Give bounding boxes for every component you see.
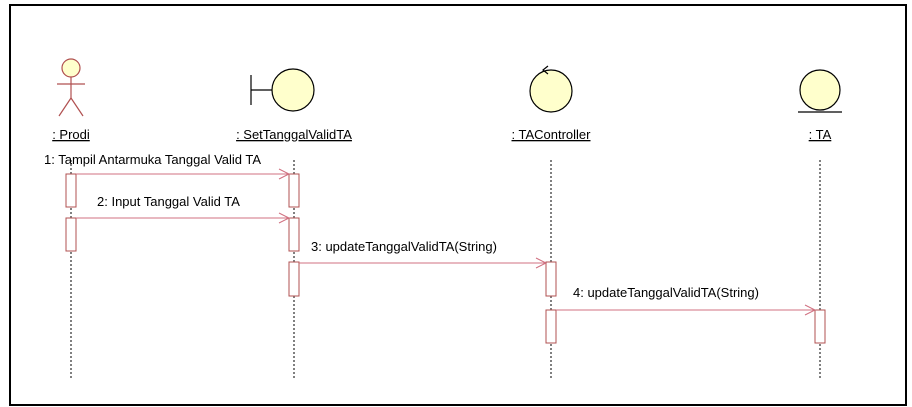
diagram-frame xyxy=(9,4,907,406)
message-label-3: 3: updateTanggalValidTA(String) xyxy=(311,239,497,254)
arrowhead-icon xyxy=(535,257,548,269)
message-label-4: 4: updateTanggalValidTA(String) xyxy=(573,285,759,300)
activation-box xyxy=(288,173,300,208)
control-icon xyxy=(529,65,573,113)
activation-box xyxy=(814,309,826,344)
lifeline-label-ta-controller: : TAController xyxy=(512,127,592,142)
activation-box xyxy=(288,217,300,252)
activation-box xyxy=(65,173,77,208)
lifeline-label-ta: : TA xyxy=(809,127,832,142)
actor-icon xyxy=(57,58,85,117)
message-label-2: 2: Input Tanggal Valid TA xyxy=(97,194,240,209)
lifeline-label-set-tanggal: : SetTanggalValidTA xyxy=(236,127,352,142)
activation-box xyxy=(545,309,557,344)
arrowhead-icon xyxy=(278,212,291,224)
boundary-icon xyxy=(250,68,315,112)
message-label-1: 1: Tampil Antarmuka Tanggal Valid TA xyxy=(44,152,261,167)
entity-icon xyxy=(798,69,842,113)
arrowhead-icon xyxy=(804,304,817,316)
activation-box xyxy=(65,217,77,252)
lifeline-label-prodi: : Prodi xyxy=(52,127,90,142)
activation-box xyxy=(545,261,557,297)
activation-box xyxy=(288,261,300,297)
arrowhead-icon xyxy=(278,168,291,180)
